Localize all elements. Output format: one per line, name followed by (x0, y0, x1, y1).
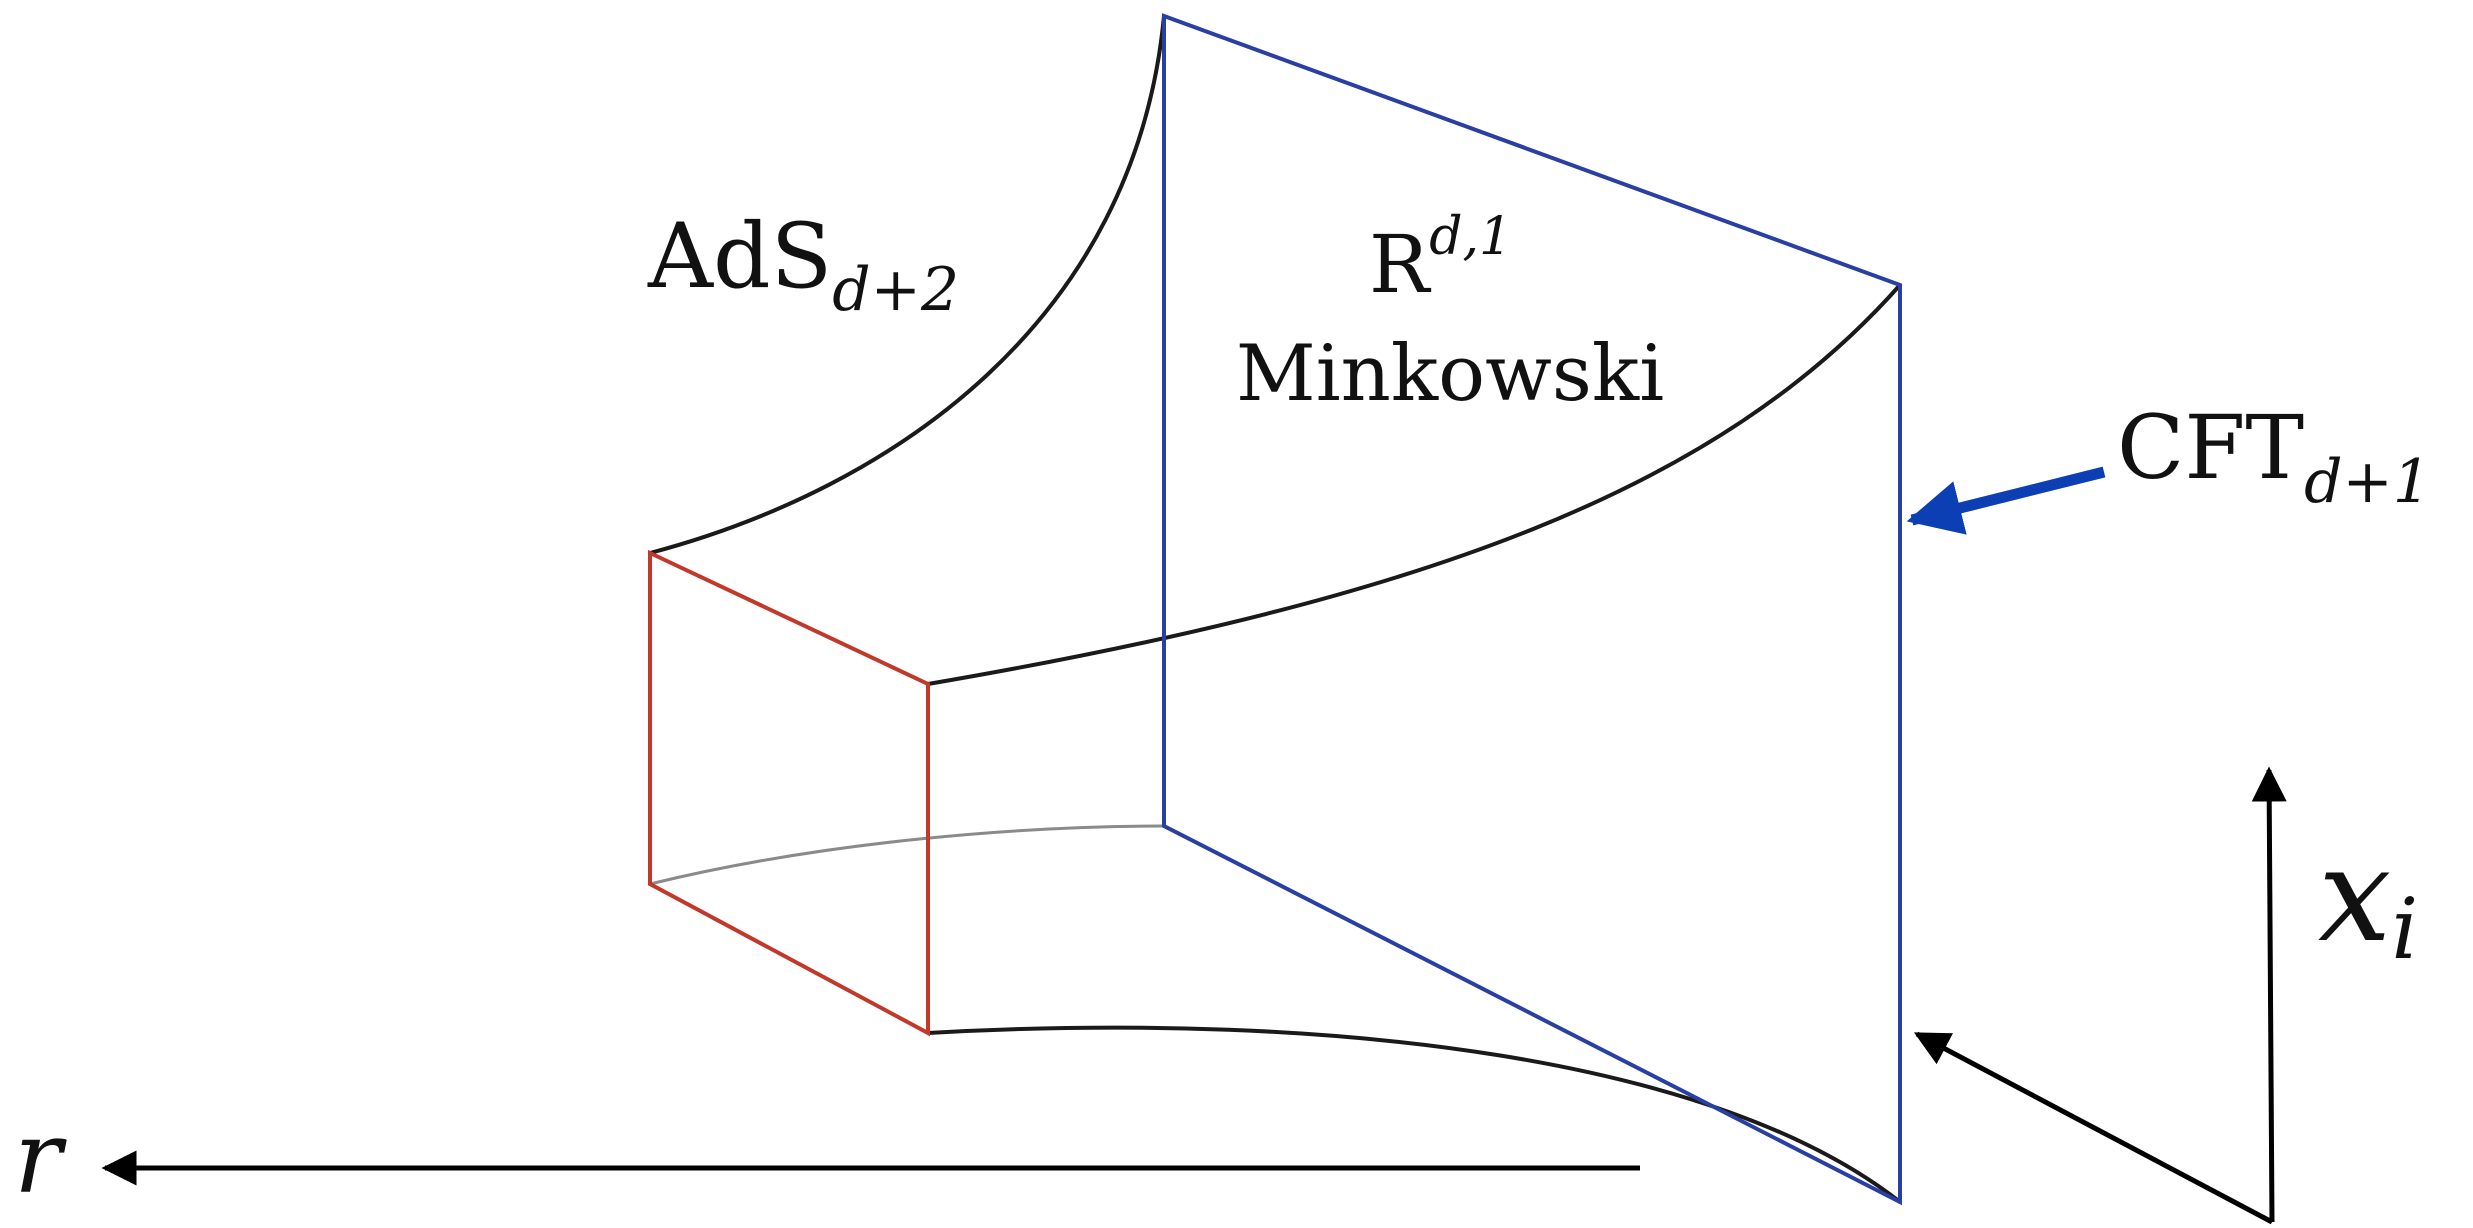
depth-axis-arrow (1913, 1031, 2274, 1225)
ads-label-base: AdS (647, 204, 832, 309)
bulk-edge-bottom-left (649, 824, 1165, 886)
interior-box (648, 549, 930, 1037)
minkowski-label-base: R (1369, 218, 1432, 311)
minkowski-label-superscript: d,1 (1429, 207, 1512, 267)
bulk-edge-top-left (649, 15, 1166, 555)
minkowski-caption: Minkowski (1236, 329, 1664, 419)
ads-label: AdSd+2 (647, 204, 959, 325)
x-axis-label: xi (2318, 819, 2418, 978)
x-axis-label-base: x (2318, 819, 2391, 971)
bulk-surface-edges (649, 15, 1902, 1204)
coordinate-axes (101, 766, 2287, 1225)
cft-label-base: CFT (2117, 396, 2304, 499)
x-axis-arrow (2251, 766, 2287, 1223)
r-axis-label: r (14, 1099, 67, 1216)
bulk-edge-bottom-right (927, 1025, 1902, 1204)
ads-label-subscript: d+2 (832, 255, 959, 325)
cft-label-subscript: d+1 (2304, 447, 2431, 517)
minkowski-label: Rd,1 (1369, 207, 1512, 311)
boundary-minkowski-plane (1162, 13, 1902, 1206)
cft-arrow (1906, 466, 2106, 535)
cft-label: CFTd+1 (2117, 396, 2431, 517)
x-axis-label-subscript: i (2391, 880, 2418, 978)
bulk-edge-top-right (927, 283, 1902, 686)
